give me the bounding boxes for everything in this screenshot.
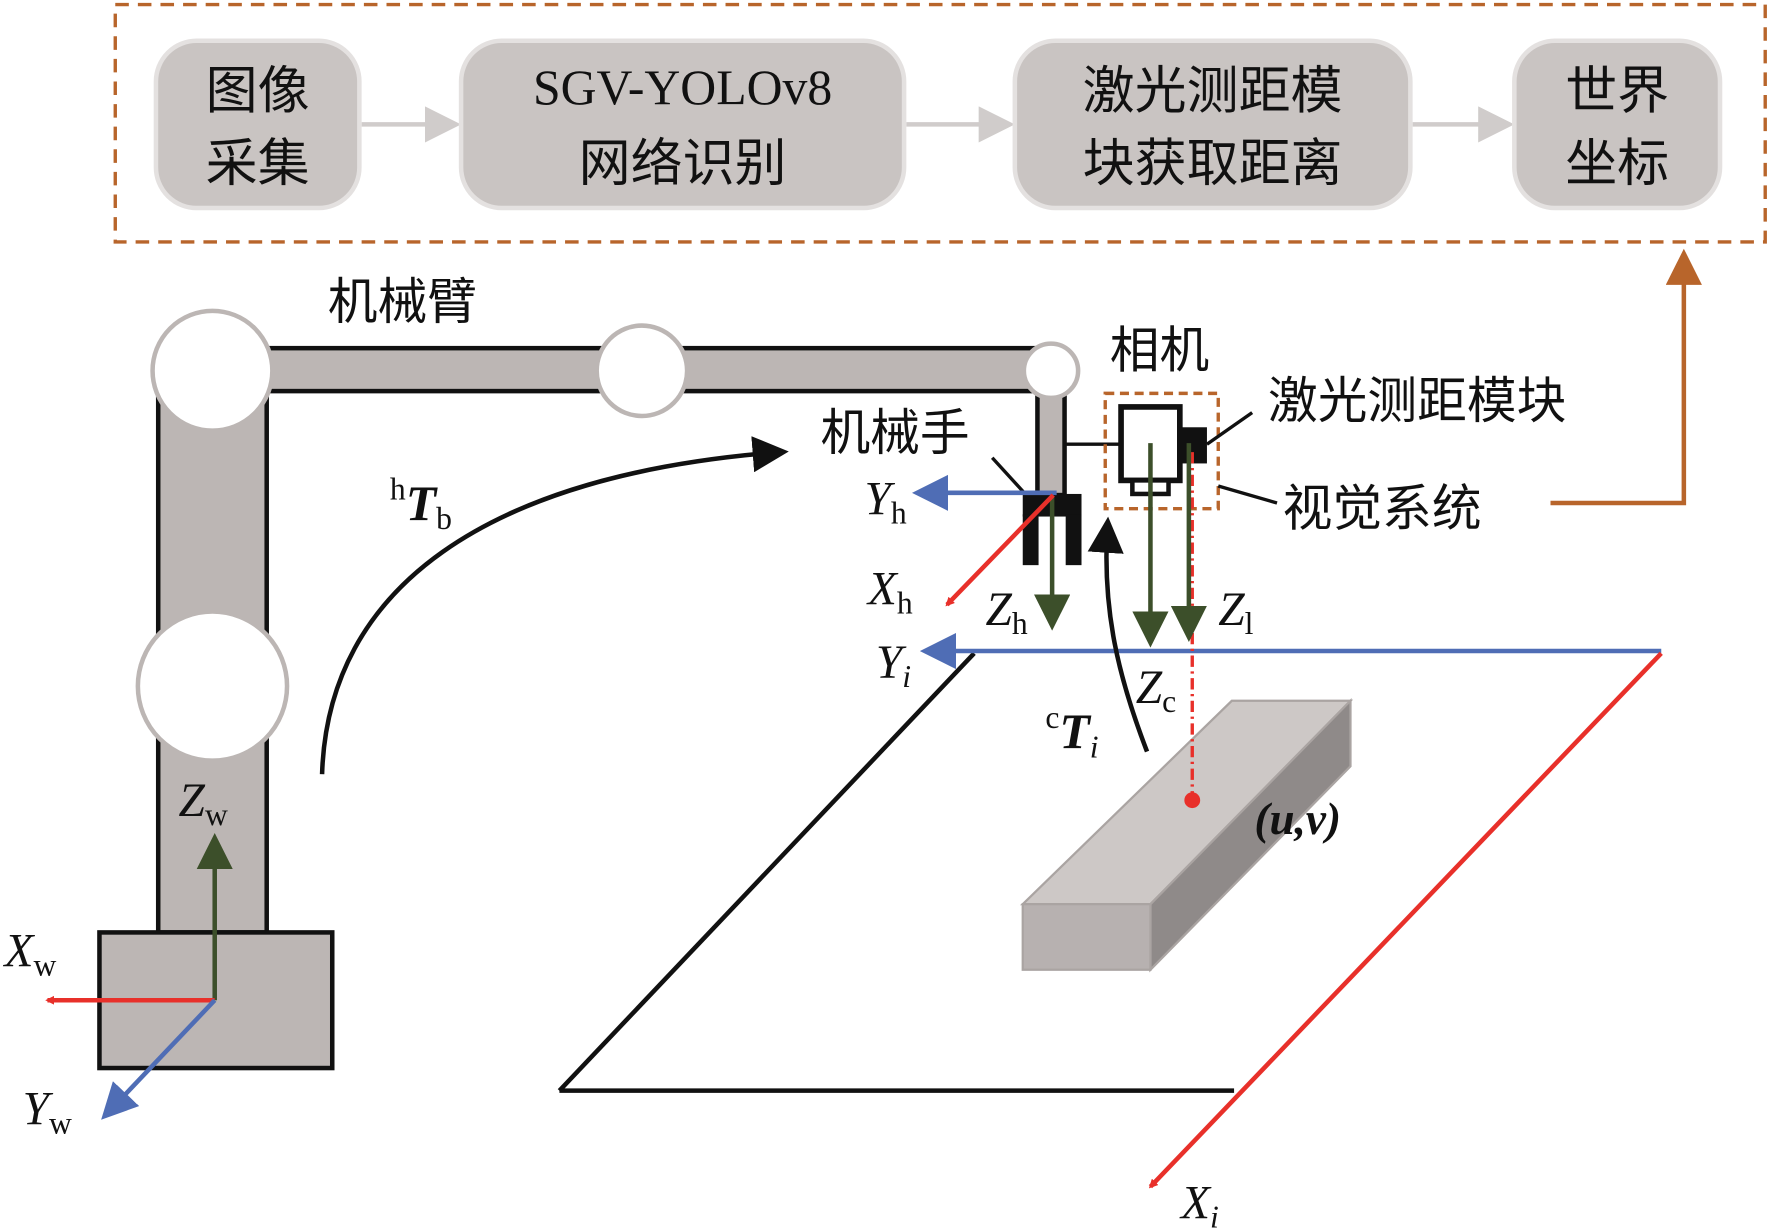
zw-label: Zw — [179, 775, 228, 832]
step-text: SGV-YOLOv8 — [533, 60, 832, 115]
vision-system-label: 视觉系统 — [1283, 480, 1482, 538]
yw-label: Yw — [23, 1084, 72, 1141]
yh-label: Yh — [865, 473, 907, 530]
cti-label: cTi — [1045, 700, 1098, 764]
xi-label: Xi — [1179, 1177, 1219, 1232]
arm-label: 机械臂 — [328, 273, 477, 331]
camera — [1064, 391, 1220, 511]
flow-step-image-capture: 图像 采集 — [153, 38, 362, 211]
point-label: (u,v) — [1254, 794, 1341, 844]
vision-system-frame — [1103, 391, 1220, 511]
flow-step-network-recognition: SGV-YOLOv8 网络识别 — [458, 38, 907, 211]
xw-label: Xw — [3, 925, 57, 982]
step-text: 块获取距离 — [1083, 134, 1343, 194]
laser-module-label: 激光测距模块 — [1268, 372, 1566, 430]
step-text: 图像 — [206, 62, 310, 122]
step-text: 世界 — [1565, 62, 1669, 122]
step-text: 采集 — [206, 134, 310, 194]
xh-label: Xh — [866, 564, 913, 621]
xh-axis — [945, 493, 1055, 607]
cti-transform-arrow — [1087, 516, 1150, 753]
flow-step-laser-distance: 激光测距模 块获取距离 — [1012, 38, 1413, 211]
target-point — [1184, 792, 1201, 809]
vision-to-flow-arrow — [1550, 248, 1702, 506]
zc-label: Zc — [1136, 662, 1176, 719]
zh-label: Zh — [985, 584, 1027, 641]
zl-label: Zl — [1218, 584, 1253, 641]
camera-label: 相机 — [1110, 321, 1209, 379]
htb-label: hTb — [390, 472, 452, 536]
robot-arm — [97, 308, 1081, 1071]
flow-frame — [113, 2, 1767, 244]
step-text: 激光测距模 — [1083, 62, 1343, 122]
gripper-label: 机械手 — [820, 404, 969, 462]
flow-step-world-coordinates: 世界 坐标 — [1512, 38, 1723, 211]
step-text: 坐标 — [1565, 134, 1669, 194]
step-text: 网络识别 — [579, 134, 787, 194]
yi-label: Yi — [876, 637, 911, 694]
xi-axis — [1148, 651, 1663, 1189]
yw-axis — [101, 998, 217, 1120]
work-plane — [557, 651, 1235, 1093]
htb-transform-arrow — [319, 436, 789, 775]
